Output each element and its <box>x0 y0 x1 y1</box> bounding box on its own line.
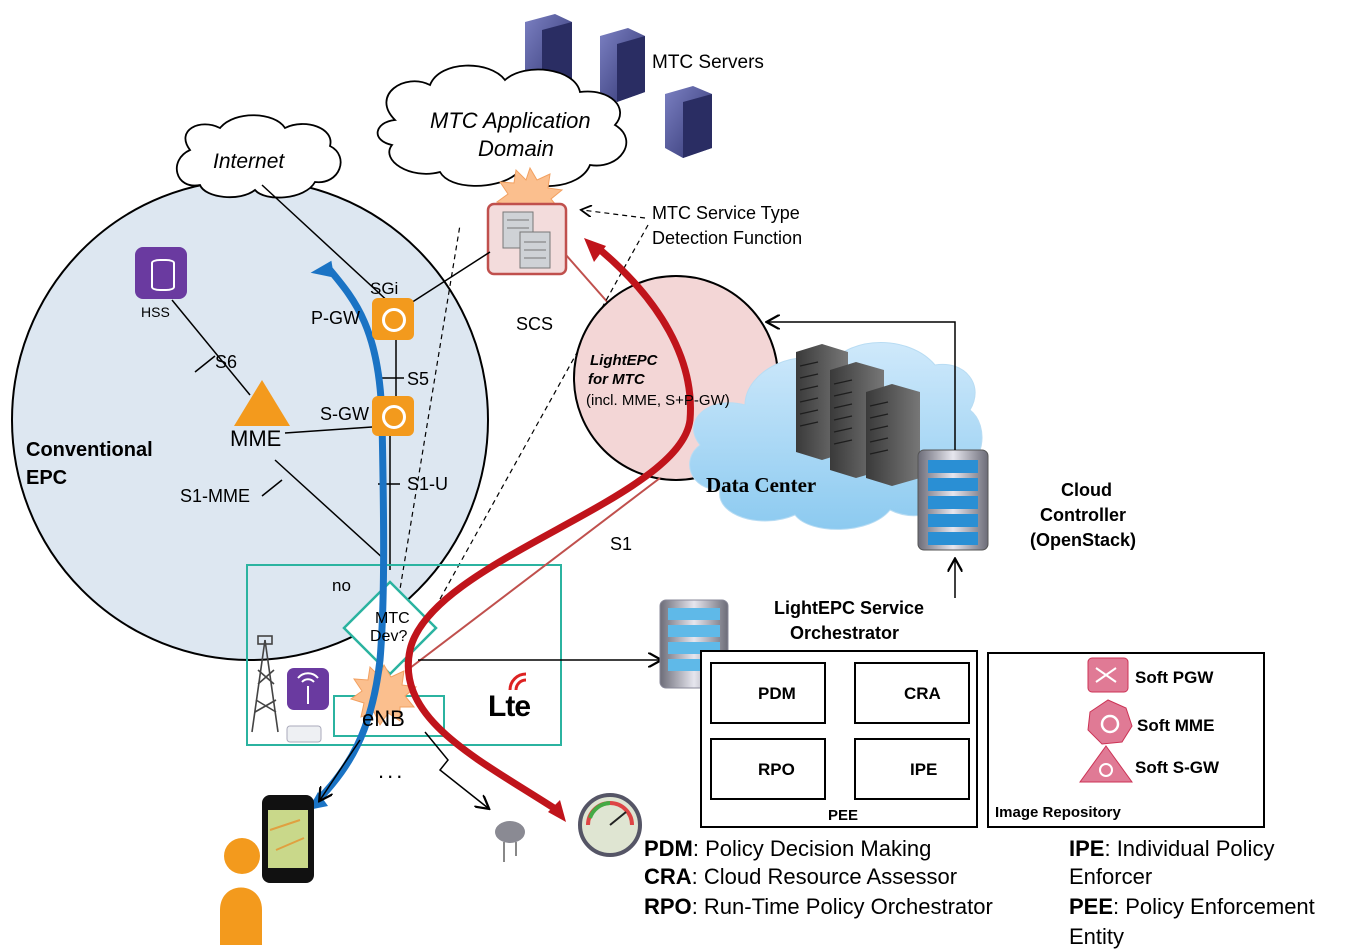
mtc-server-icon <box>665 86 712 158</box>
lightepc-label-3: (incl. MME, S+P-GW) <box>586 392 730 409</box>
mtc-app-domain-label-1: MTC Application <box>430 108 591 133</box>
mtc-servers-label: MTC Servers <box>652 52 764 73</box>
mme-label: MME <box>230 426 282 451</box>
mtc-detection-label-2: Detection Function <box>652 228 803 248</box>
legend-rpo: RPO: Run-Time Policy Orchestrator <box>644 894 993 919</box>
legend-pdm: PDM: Policy Decision Making <box>644 836 932 861</box>
hss-label: HSS <box>141 304 170 320</box>
cra-label: CRA <box>904 684 941 703</box>
ipe-label: IPE <box>910 760 938 779</box>
orchestrator-label-1: LightEPC Service <box>774 598 925 618</box>
conventional-epc-label-1: Conventional <box>26 439 153 461</box>
cra-module: CRA <box>854 662 970 724</box>
gauge-meter-icon <box>578 793 642 857</box>
sgw-router-icon <box>372 396 414 436</box>
lightepc-label-1: LightEPC <box>590 352 658 369</box>
red-data-path <box>404 245 694 815</box>
image-repository-title: Image Repository <box>995 804 1121 821</box>
user-icon <box>220 838 262 945</box>
cloud-controller-label-2: Controller <box>1040 505 1127 525</box>
soft-pgw-icon <box>1087 657 1129 693</box>
mtc-app-domain-label-2: Domain <box>478 136 554 161</box>
server-rack-icon <box>796 344 920 486</box>
pdm-module: PDM <box>710 662 826 724</box>
more-devices-ellipsis: ... <box>378 758 406 783</box>
s1mme-interface-label: S1-MME <box>180 486 251 506</box>
lte-logo-icon <box>508 672 527 691</box>
sensor-icon <box>495 821 525 862</box>
scs-label: SCS <box>516 314 554 334</box>
pdm-label: PDM <box>758 684 796 703</box>
mtc-dev-label-1: MTC <box>375 610 410 627</box>
orchestrator-label-2: Orchestrator <box>790 623 900 643</box>
cloud-controller-label-3: (OpenStack) <box>1030 530 1137 550</box>
legend-pee: PEE: Policy Enforcement <box>1069 894 1315 919</box>
image-repository-container: Soft PGW Soft MME Soft S-GW Image Reposi… <box>987 652 1265 828</box>
scs-icon <box>486 202 568 276</box>
hss-database-icon <box>135 247 187 299</box>
internet-label: Internet <box>213 150 285 173</box>
enb-label: eNB <box>362 706 405 731</box>
s1u-interface-label: S1-U <box>407 474 449 494</box>
internet-cloud <box>175 114 342 199</box>
data-center-label: Data Center <box>706 473 817 497</box>
cloud-controller-server-icon <box>917 449 989 551</box>
lte-logo-label: Lte <box>488 690 531 723</box>
antenna-icon <box>287 668 329 710</box>
soft-sgw-icon <box>1079 745 1133 783</box>
lightepc-label-2: for MTC <box>588 371 645 388</box>
mtc-detection-label-1: MTC Service Type <box>652 203 800 223</box>
mtc-server-icon <box>600 28 645 102</box>
pgw-label: P-GW <box>311 308 360 328</box>
rpo-label: RPO <box>758 760 795 779</box>
legend-ipe-cont: Enforcer <box>1069 864 1153 889</box>
rpo-module: RPO <box>710 738 826 800</box>
mtc-dev-label-2: Dev? <box>370 628 408 645</box>
ipe-module: IPE <box>854 738 970 800</box>
conventional-epc-label-2: EPC <box>26 467 68 489</box>
enb-site-box <box>246 564 562 746</box>
smartphone-icon <box>262 795 314 883</box>
soft-mme-icon <box>1087 699 1133 745</box>
small-cell-device-icon <box>286 725 322 743</box>
soft-pgw-label: Soft PGW <box>1135 668 1214 687</box>
sgi-interface-label: SGi <box>370 279 399 298</box>
mtc-application-cloud <box>376 64 628 187</box>
pee-container: PDM CRA RPO IPE PEE <box>700 650 978 828</box>
pgw-router-icon <box>372 298 414 340</box>
s6-interface-label: S6 <box>215 352 238 372</box>
no-branch-label: no <box>332 576 351 595</box>
legend-cra: CRA: Cloud Resource Assessor <box>644 864 958 889</box>
sgw-label: S-GW <box>320 404 369 424</box>
pee-label: PEE <box>828 807 859 824</box>
s1-interface-label: S1 <box>610 534 633 554</box>
s5-interface-label: S5 <box>407 369 430 389</box>
legend-pee-cont: Entity <box>1069 924 1125 949</box>
mme-triangle-icon <box>234 380 290 426</box>
soft-mme-label: Soft MME <box>1137 716 1215 735</box>
legend-ipe: IPE: Individual Policy <box>1069 836 1275 861</box>
soft-sgw-label: Soft S-GW <box>1135 758 1220 777</box>
cell-tower-icon <box>251 635 279 733</box>
cloud-controller-label-1: Cloud <box>1061 480 1112 500</box>
